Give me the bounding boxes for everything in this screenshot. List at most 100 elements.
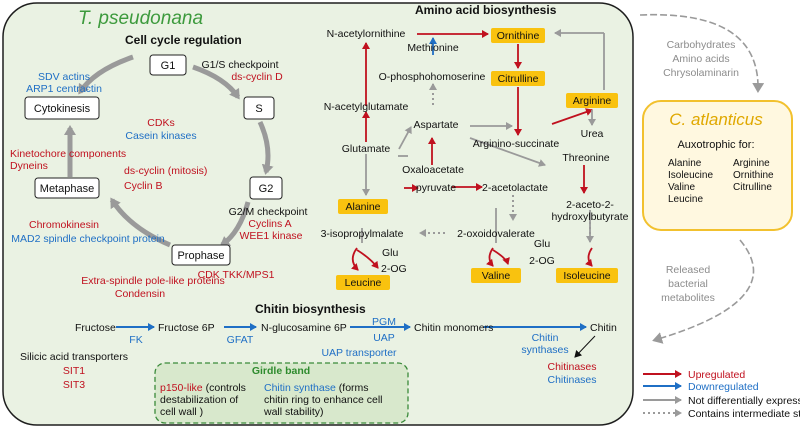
released-line2: bacterial xyxy=(668,278,708,290)
arginine-label: Arginine xyxy=(573,95,612,107)
wee1-label: WEE1 kinase xyxy=(239,230,302,242)
organism-title: T. pseudonana xyxy=(78,8,203,29)
p150-line1: p150-like(controls xyxy=(160,382,246,394)
g2m-checkpoint-label: G2/M checkpoint xyxy=(229,206,308,218)
fructose: Fructose xyxy=(75,322,116,334)
chitin-synthase-line1: Chitin synthase(forms xyxy=(264,382,369,394)
phase-g1-box xyxy=(149,54,187,76)
released-line3: metabolites xyxy=(661,292,715,304)
legend-nd-label: Not differentially expressed xyxy=(688,395,800,407)
glutamate: Glutamate xyxy=(342,143,391,155)
pgm-label: PGM xyxy=(372,316,396,328)
chitin-synthase-rest1: (forms xyxy=(339,382,369,394)
legend-down-label: Downregulated xyxy=(688,381,759,393)
aspartate: Aspartate xyxy=(414,119,459,131)
amino-arrows xyxy=(350,29,605,271)
intermediate-dotted-arrows xyxy=(419,83,594,243)
phase-prophase-box xyxy=(171,244,231,266)
cdk-tkk-label: CDK TKK/MPS1 xyxy=(198,269,275,281)
p150-rest1: (controls xyxy=(206,382,246,394)
carbohydrates: Carbohydrates xyxy=(667,39,736,51)
chitin-title: Chitin biosynthesis xyxy=(255,302,366,316)
2-acetolactate: 2-acetolactate xyxy=(482,182,548,194)
silicic-acid-transporters: Silicic acid transporters xyxy=(20,351,128,363)
amino-acids: Amino acids xyxy=(672,53,729,65)
girdle-band-title: Girdle band xyxy=(252,365,310,377)
ds-cyclin-mitosis-label: ds-cyclin (mitosis) xyxy=(124,165,207,177)
kinetochore-label: Kinetochore components xyxy=(10,148,126,160)
mad2-label: MAD2 spindle checkpoint protein xyxy=(11,233,165,245)
cyclins-a-label: Cyclins A xyxy=(248,218,291,230)
phase-metaphase-label: Metaphase xyxy=(40,183,94,195)
methionine: Methionine xyxy=(407,42,459,54)
aux-alanine: Alanine xyxy=(668,158,702,169)
citrulline-label: Citrulline xyxy=(498,73,539,85)
phase-cytokinesis-box xyxy=(24,96,100,120)
glu-left: Glu xyxy=(382,247,399,259)
cell-panel xyxy=(2,2,634,426)
legend-int-label: Contains intermediate steps xyxy=(688,408,800,420)
cell-cycle-title: Cell cycle regulation xyxy=(125,33,242,47)
ornithine-box xyxy=(491,28,545,43)
chitinases-up: Chitinases xyxy=(547,361,596,373)
fk-label: FK xyxy=(129,334,142,346)
glu-right: Glu xyxy=(534,238,551,250)
sit1-label: SIT1 xyxy=(63,365,85,377)
fructose-6p: Fructose 6P xyxy=(158,322,215,334)
isoleucine-label: Isoleucine xyxy=(563,270,610,282)
arginine-box xyxy=(566,93,618,108)
chitinase-arrow xyxy=(574,335,596,358)
g1s-checkpoint-label: G1/S checkpoint xyxy=(201,59,278,71)
phase-g2-box xyxy=(249,176,283,200)
3-isopropylmalate: 3-isopropylmalate xyxy=(321,228,404,240)
legend-up-label: Upregulated xyxy=(688,369,745,381)
chrysolaminarin: Chrysolaminarin xyxy=(663,67,739,79)
gfat-label: GFAT xyxy=(227,334,254,346)
uap-transporter-label: UAP transporter xyxy=(321,347,397,359)
exchange-arrows xyxy=(639,13,765,344)
ds-cyclin-d-label: ds-cyclin D xyxy=(231,71,283,83)
n-acetylglutamate: N-acetylglutamate xyxy=(324,101,409,113)
phase-metaphase-box xyxy=(34,177,100,199)
p150-line3: cell wall ) xyxy=(160,406,203,418)
phase-g1-label: G1 xyxy=(161,60,176,72)
atlanticus-title: C. atlanticus xyxy=(669,110,763,129)
phase-prophase-label: Prophase xyxy=(177,250,224,262)
legend: Upregulated Downregulated Not differenti… xyxy=(643,369,800,420)
amino-title: Amino acid biosynthesis xyxy=(415,3,557,17)
chitin-synthase-name: Chitin synthase xyxy=(264,382,336,394)
phase-cytokinesis-label: Cytokinesis xyxy=(34,103,91,115)
2-oxoisovalerate: 2-oxoidovalerate xyxy=(457,228,535,240)
chitinases-down: Chitinases xyxy=(547,374,596,386)
atlanticus-box xyxy=(642,100,793,231)
alanine-label: Alanine xyxy=(345,201,380,213)
phase-g2-label: G2 xyxy=(259,183,274,195)
released-line1: Released xyxy=(666,264,711,276)
og-left: 2-OG xyxy=(381,263,407,275)
arginino-succinate: Arginino-succinate xyxy=(473,138,560,150)
aux-leucine: Leucine xyxy=(668,194,703,205)
aux-isoleucine: Isoleucine xyxy=(668,170,713,181)
auxotrophic-label: Auxotrophic for: xyxy=(677,139,754,151)
oxaloacetate: Oxaloacetate xyxy=(402,164,464,176)
n-acetylornithine: N-acetylornithine xyxy=(327,28,406,40)
sdv-actins-label: SDV actins xyxy=(38,71,90,83)
chromokinesin-label: Chromokinesin xyxy=(29,219,99,231)
cell-cycle-arrows xyxy=(64,54,274,248)
ornithine-label: Ornithine xyxy=(497,30,540,42)
valine-box xyxy=(471,268,521,283)
phase-s-label: S xyxy=(255,103,262,115)
cdks-label: CDKs xyxy=(147,117,174,129)
dyneins-label: Dyneins xyxy=(10,160,48,172)
extra-spindle-label: Extra-spindle pole-like proteins xyxy=(81,275,225,287)
chitin-synthase-line3: wall stability) xyxy=(263,406,324,418)
n-glucosamine-6p: N-glucosamine 6P xyxy=(261,322,347,334)
chitin-synthases-line1: Chitin xyxy=(532,332,559,344)
valine-label: Valine xyxy=(482,270,511,282)
chitin-product: Chitin xyxy=(590,322,617,334)
phase-s-box xyxy=(243,96,275,120)
chitin-synthase-line2: chitin ring to enhance cell xyxy=(264,394,383,406)
uap-label: UAP xyxy=(373,332,395,344)
condensin-label: Condensin xyxy=(115,288,165,300)
